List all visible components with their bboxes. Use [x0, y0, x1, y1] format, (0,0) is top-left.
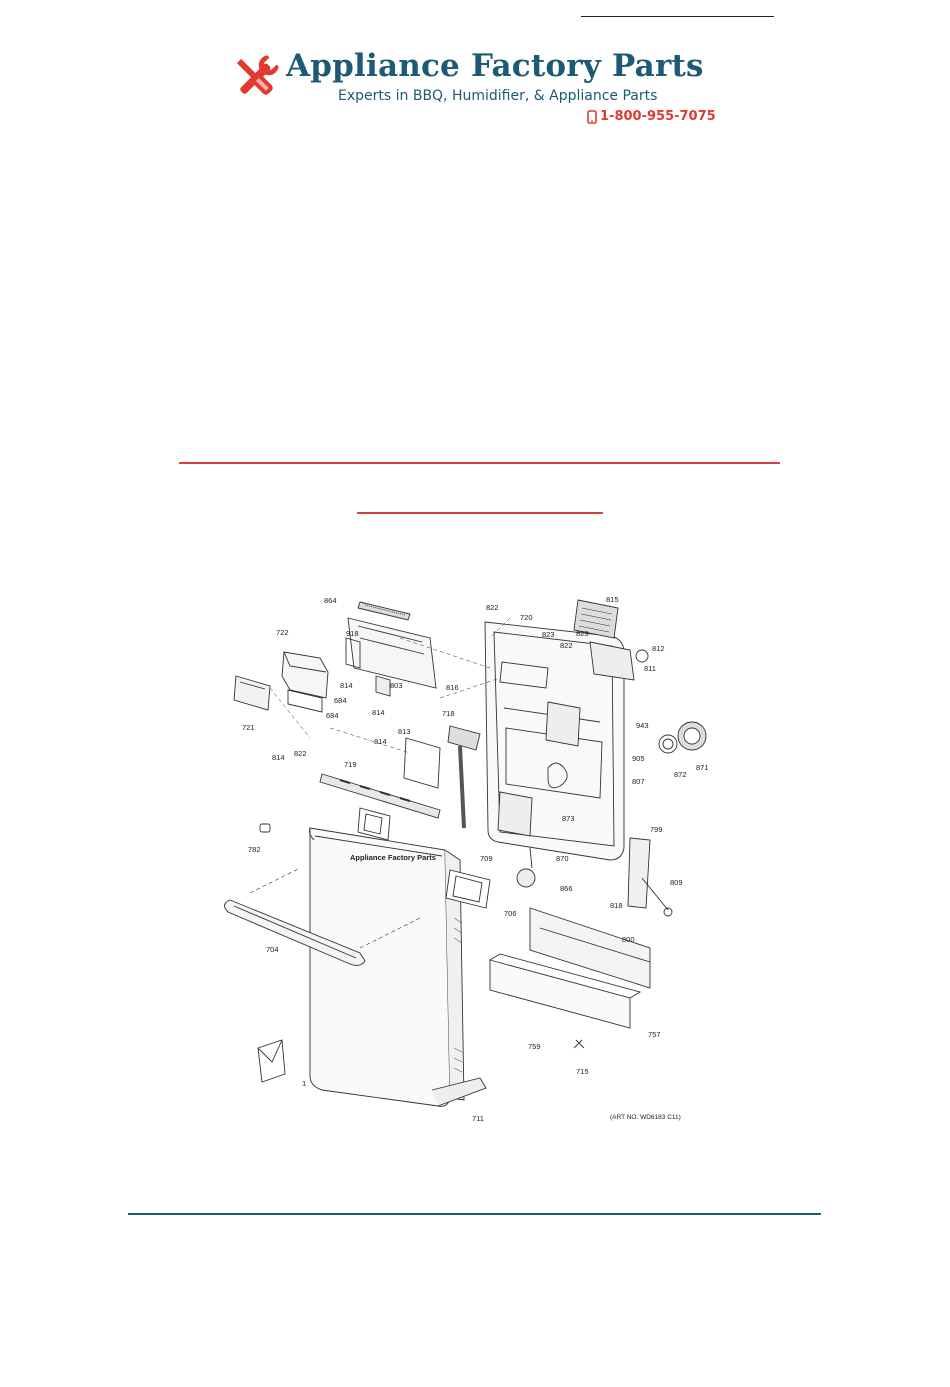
part-label: 720 [520, 613, 533, 622]
part-label: 823 [576, 629, 589, 638]
part-label: 711 [472, 1114, 484, 1123]
crossed-wrench-screwdriver-icon [228, 50, 284, 106]
part-label: 905 [632, 754, 645, 763]
part-label: 809 [670, 878, 683, 887]
brand-tagline: Experts in BBQ, Humidifier, & Appliance … [338, 88, 658, 104]
part-label: 799 [650, 825, 663, 834]
part-label: 873 [562, 814, 575, 823]
exploded-parts-diagram: Appliance Factory Parts 864 822 720 815 … [210, 578, 740, 1136]
red-divider-long [179, 462, 780, 464]
brand-logo: Appliance Factory Parts Experts in BBQ, … [226, 46, 726, 126]
part-label: 722 [276, 628, 289, 637]
part-label: 822 [294, 749, 307, 758]
part-labels: 864 822 720 815 722 918 823 822 823 812 … [242, 595, 709, 1123]
part-label: 715 [576, 1067, 589, 1076]
part-label: 704 [266, 945, 279, 954]
part-label: 814 [372, 708, 385, 717]
part-label: 870 [556, 854, 569, 863]
part-label: 866 [560, 884, 573, 893]
part-label: 800 [622, 935, 635, 944]
part-label: 823 [542, 630, 555, 639]
part-label: 718 [442, 709, 455, 718]
part-label: 814 [374, 737, 387, 746]
brand-phone[interactable]: 1-800-955-7075 [600, 109, 716, 124]
diagram-watermark: Appliance Factory Parts [350, 853, 436, 862]
phone-icon [587, 110, 597, 124]
part-label: 684 [326, 711, 339, 720]
part-label: 719 [344, 760, 357, 769]
part-label: 918 [346, 629, 359, 638]
part-label: 815 [606, 595, 619, 604]
art-number: (ART NO. WD6183 C11) [610, 1114, 681, 1121]
top-rule [581, 16, 774, 17]
red-divider-short [357, 512, 603, 514]
part-label: 1 [302, 1079, 306, 1088]
part-label: 706 [504, 909, 517, 918]
part-label: 811 [644, 664, 656, 673]
part-label: 759 [528, 1042, 541, 1051]
part-label: 684 [334, 696, 347, 705]
part-label: 813 [398, 727, 411, 736]
part-label: 864 [324, 596, 337, 605]
part-label: 814 [272, 753, 285, 762]
part-label: 721 [242, 723, 255, 732]
part-label: 871 [696, 763, 709, 772]
part-label: 807 [632, 777, 645, 786]
part-label: 818 [610, 901, 623, 910]
part-label: 872 [674, 770, 687, 779]
part-label: 803 [390, 681, 403, 690]
bottom-rule [128, 1213, 821, 1215]
part-label: 822 [560, 641, 573, 650]
part-label: 757 [648, 1030, 661, 1039]
part-label: 812 [652, 644, 665, 653]
part-label: 943 [636, 721, 649, 730]
part-label: 709 [480, 854, 493, 863]
part-label: 816 [446, 683, 459, 692]
part-label: 814 [340, 681, 353, 690]
part-label: 782 [248, 845, 261, 854]
brand-name: Appliance Factory Parts [286, 48, 704, 84]
part-label: 822 [486, 603, 499, 612]
